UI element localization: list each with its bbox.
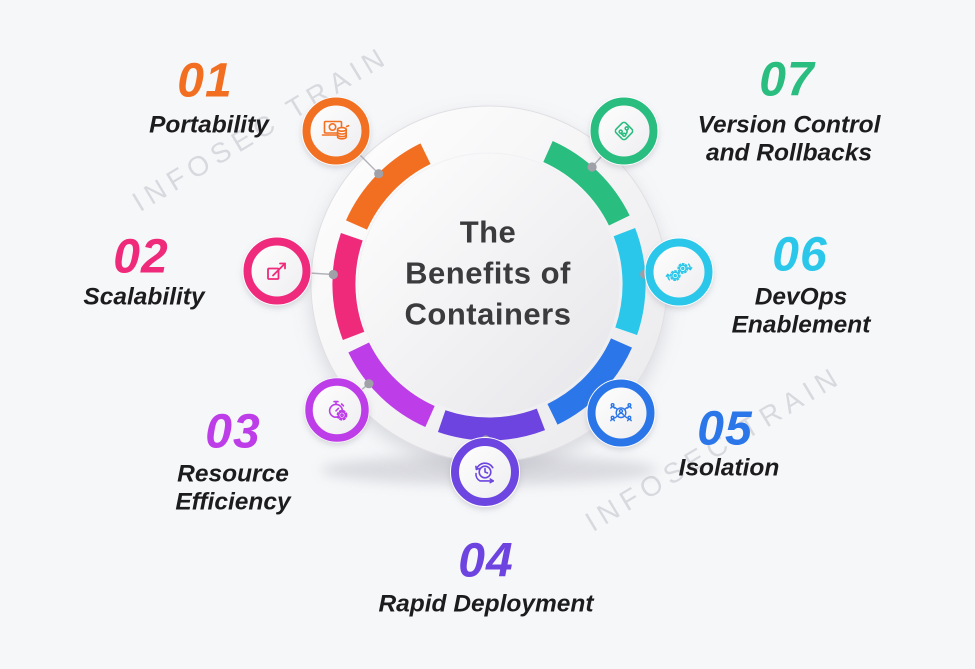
arc-segment-isolation (547, 338, 632, 425)
node-scalability (242, 236, 312, 306)
item-label-version-control: Version Control and Rollbacks (697, 111, 881, 167)
arc-segment-devops-enablement (613, 227, 646, 336)
diagram-title: The Benefits of Containers (338, 212, 638, 335)
title-line: Benefits of (405, 255, 571, 291)
laptop-database-icon (321, 120, 350, 140)
item-label-resource-efficiency: Resource Efficiency (175, 460, 291, 516)
sprint-iteration-icon (475, 462, 494, 484)
node-portability (301, 96, 371, 166)
stopwatch-gear-icon (328, 400, 348, 421)
node-rapid-deployment (450, 437, 520, 507)
item-label-isolation: Isolation (678, 454, 780, 482)
title-line: The (459, 214, 517, 250)
item-number-devops-enablement: 06 (772, 228, 828, 282)
inner-disc (357, 152, 621, 416)
item-number-scalability: 02 (113, 230, 169, 284)
item-number-isolation: 05 (697, 402, 753, 456)
node-isolation (586, 378, 656, 448)
connector-dot (587, 162, 597, 172)
node-version-control (589, 96, 659, 166)
arc-segment-portability (346, 143, 431, 230)
arc-segment-version-control (543, 141, 630, 226)
arc-segment-scalability (332, 232, 365, 341)
connector-dot (364, 379, 374, 389)
connector-dot (328, 269, 338, 280)
item-label-scalability: Scalability (83, 283, 205, 311)
item-number-version-control: 07 (759, 53, 815, 107)
item-label-rapid-deployment: Rapid Deployment (378, 590, 594, 618)
git-branch-icon (614, 121, 634, 141)
arc-segment-resource-efficiency (348, 342, 435, 427)
item-number-resource-efficiency: 03 (205, 405, 261, 459)
item-label-devops-enablement: DevOps Enablement (731, 283, 871, 339)
item-label-portability: Portability (149, 111, 269, 139)
expand-arrow-icon (267, 262, 286, 280)
item-number-portability: 01 (177, 54, 233, 108)
gears-cycle-icon (665, 262, 693, 282)
title-line: Containers (404, 296, 572, 332)
node-devops-enablement (644, 237, 714, 307)
user-network-icon (610, 402, 632, 422)
item-number-rapid-deployment: 04 (458, 534, 514, 588)
connector-dot (374, 169, 384, 179)
node-resource-efficiency (304, 377, 370, 443)
arc-segment-rapid-deployment (437, 408, 546, 441)
